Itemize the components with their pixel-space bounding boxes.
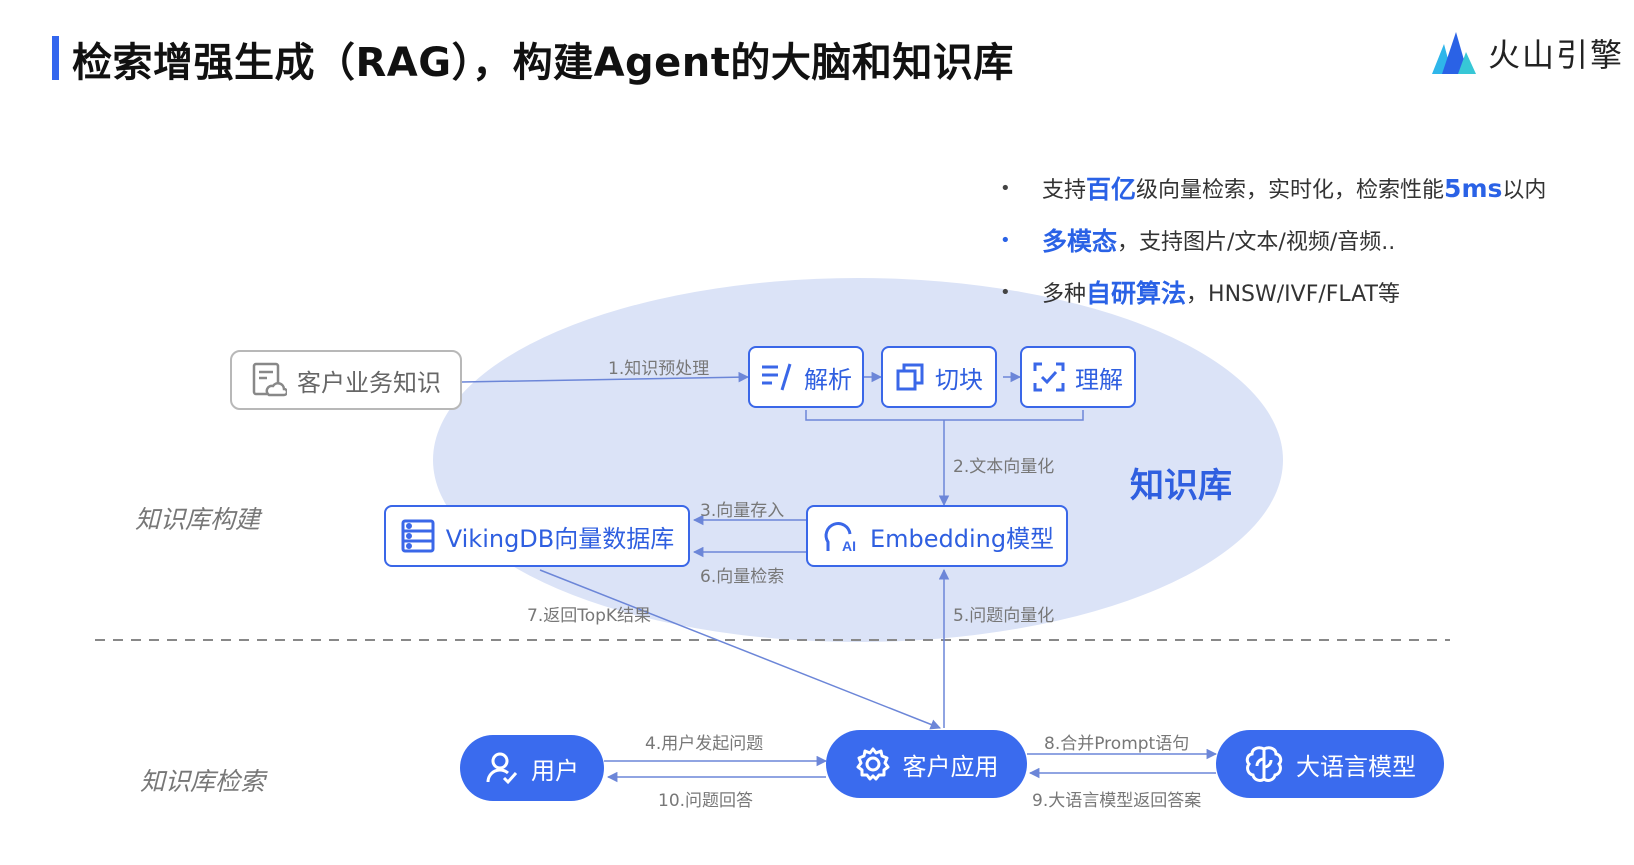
node-label: 客户业务知识 [297,368,441,397]
edge-label-10: 10.问题回答 [658,791,754,811]
bullet-highlight: 5ms [1444,173,1503,203]
node-vikingdb[interactable]: VikingDB向量数据库 [384,505,690,567]
node-customer-knowledge[interactable]: 客户业务知识 [230,350,462,410]
node-user[interactable]: 用户 [460,735,604,801]
document-cloud-icon [251,361,287,399]
bullet-highlight: 自研算法 [1086,279,1187,308]
title-accent-bar [52,36,59,80]
bullet-text: 级向量检索，实时化，检索性能 [1136,178,1445,203]
edge-7-line [539,569,941,730]
node-label: 客户应用 [902,752,999,781]
ai-head-icon: AI [820,518,860,554]
brain-icon [1244,745,1284,783]
bullet-highlight: 百亿 [1086,175,1137,204]
node-understand[interactable]: 理解 [1020,346,1136,408]
database-icon [400,518,436,554]
gear-icon [855,746,891,782]
bullet-dot: • [1000,177,1011,199]
volcano-logo-icon [1432,30,1476,76]
node-label: VikingDB向量数据库 [445,524,675,553]
node-llm[interactable]: 大语言模型 [1216,730,1444,798]
section-label-build: 知识库构建 [135,505,261,534]
node-label: 理解 [1075,365,1123,394]
node-embedding[interactable]: AI Embedding模型 [806,505,1068,567]
bullet-item: • 多种自研算法，HNSW/IVF/FLAT等 [1000,266,1546,318]
scan-check-icon [1033,362,1065,392]
node-label: 切块 [935,365,983,394]
node-label: 大语言模型 [1296,752,1416,781]
bullet-text: 支持 [1042,178,1087,203]
bullet-highlight: 多模态 [1042,227,1118,256]
bullet-text: 多种 [1042,282,1087,307]
bullet-text: ，HNSW/IVF/FLAT等 [1186,282,1400,307]
edge-label-3: 3.向量存入 [700,501,785,521]
bullet-item: • 多模态，支持图片/文本/视频/音频.. [1000,214,1546,266]
node-label: 解析 [804,365,852,394]
bullet-text: 以内 [1502,178,1547,203]
bullet-dot: • [1000,281,1011,303]
brand-logo: 火山引擎 [1432,28,1624,78]
edge-label-8: 8.合并Prompt语句 [1044,734,1190,754]
node-parse[interactable]: 解析 [748,346,864,408]
knowledge-base-label: 知识库 [1130,466,1232,506]
copy-blocks-icon [895,362,925,392]
edge-1-line [461,371,750,383]
edge-label-5: 5.问题向量化 [953,606,1055,626]
parse-lines-icon [760,362,794,392]
edge-label-4: 4.用户发起问题 [645,734,764,754]
edge-label-2: 2.文本向量化 [953,457,1055,477]
node-label: 用户 [531,756,579,785]
user-check-icon [485,751,519,785]
brand-name: 火山引擎 [1488,36,1625,74]
bullet-text: ，支持图片/文本/视频/音频.. [1117,230,1396,255]
node-customer-app[interactable]: 客户应用 [826,730,1027,798]
page-title: 检索增强生成（RAG），构建Agent的大脑和知识库 [72,40,1014,86]
bullet-dot: • [1000,229,1011,251]
node-chunk[interactable]: 切块 [881,346,997,408]
edge-label-1: 1.知识预处理 [608,359,710,379]
edge-label-7: 7.返回TopK结果 [527,606,652,626]
edge-label-6: 6.向量检索 [700,567,785,587]
node-label: Embedding模型 [869,524,1055,553]
edge-label-9: 9.大语言模型返回答案 [1032,791,1202,811]
svg-text:AI: AI [842,538,856,554]
section-label-retrieve: 知识库检索 [140,767,266,796]
